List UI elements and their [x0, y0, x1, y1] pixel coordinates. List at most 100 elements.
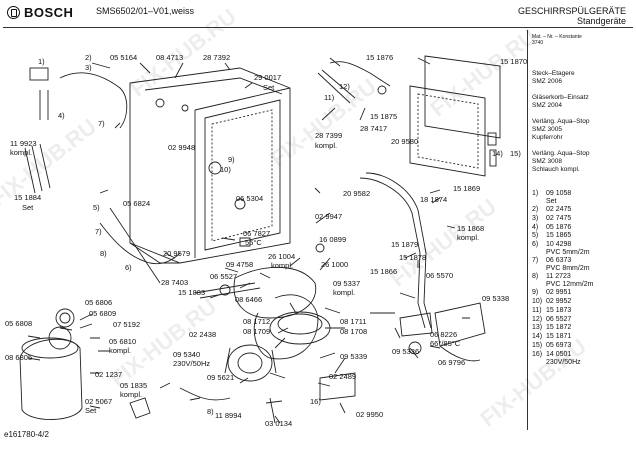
header-rule	[3, 27, 633, 28]
brand-name: BOSCH	[24, 5, 74, 20]
parts-list-panel: Mat. – Nr. – Konstante 3740 Steck–Etager…	[527, 30, 636, 430]
callout-08-6466: 08 6466	[235, 295, 263, 304]
part-index: 14)	[532, 333, 543, 341]
water-pipe	[359, 177, 426, 329]
fill-hose	[59, 72, 128, 129]
callout-66-85c: 66°/85°C	[430, 339, 461, 348]
drain-hose	[99, 222, 181, 265]
callout-05-5164: 05 5164	[110, 53, 138, 62]
callout-11-9923: 11 9923	[10, 139, 37, 148]
callout-1: 1)	[38, 57, 45, 66]
parts-list-row: 14)15 1871	[532, 333, 632, 341]
callout-6: 6)	[125, 263, 132, 272]
part-index: 2)	[532, 206, 539, 213]
callout-8: 8)	[100, 249, 107, 258]
lower-spray-arm	[194, 282, 261, 299]
callout-06-5570: 06 5570	[426, 271, 454, 280]
part-index: 3)	[532, 214, 539, 222]
callout-02-2438: 02 2438	[189, 330, 217, 339]
callout-20-9579: 20 9579	[163, 249, 191, 258]
callout-230v: 230V/50Hz	[173, 359, 211, 368]
part-code: 02 7475	[546, 214, 572, 222]
callout-7b: 7)	[95, 227, 102, 236]
sump-heater	[233, 266, 317, 319]
part-code: 02 9952	[546, 298, 572, 305]
callout-09-4758: 09 4758	[226, 260, 254, 269]
callout-02-9948: 02 9948	[168, 143, 196, 152]
callout-08-1712: 08 1712	[243, 317, 271, 326]
callout-8b: 8)	[207, 407, 214, 416]
appliance-type: GESCHIRRSPÜLGERÄTE Standgeräte	[518, 6, 626, 26]
callout-kompl-4: kompl.	[271, 261, 294, 270]
water-softener	[19, 338, 83, 420]
callout-09-5340: 09 5340	[173, 350, 201, 359]
callout-kompl: kompl.	[315, 141, 338, 150]
part-code: 15 1871	[546, 333, 572, 341]
part-code: 02 9951	[546, 289, 572, 297]
callout-06-9796: 06 9796	[438, 358, 466, 367]
appliance-type-main: GESCHIRRSPÜLGERÄTE	[517, 6, 626, 16]
callout-3: 3)	[85, 63, 92, 72]
accessory-item: Verläng. Aqua–Stop SMZ 3005 Kupferrohr	[532, 118, 590, 141]
callout-28-7392: 28 7392	[203, 53, 231, 62]
part-note: 230V/50Hz	[546, 358, 581, 366]
callout-02-5067: 02 5067	[85, 397, 113, 406]
callout-26-1004: 26 1004	[268, 252, 296, 261]
callout-set: Set	[263, 83, 275, 92]
accessory-item: Gläserkorb–Einsatz SMZ 2004	[532, 94, 589, 109]
door-seal	[204, 99, 281, 251]
callout-18-1874: 18 1874	[420, 195, 448, 204]
part-index: 15)	[532, 342, 543, 349]
callout-15-1869: 15 1869	[453, 184, 481, 193]
callout-09-5339: 09 5339	[340, 352, 368, 361]
model-number: SMS6502/01–V01,weiss	[96, 6, 195, 16]
callout-02-2489: 02 2489	[329, 372, 357, 381]
part-note: PVC 8mm/2m	[546, 265, 590, 273]
callout-11-8994: 11 8994	[215, 411, 242, 420]
callout-20-9582: 20 9582	[343, 189, 371, 198]
bosch-logo-icon	[7, 6, 20, 19]
callout-29-0017: 29 0017	[254, 73, 282, 82]
callout-28-7417: 28 7417	[360, 124, 388, 133]
callout-09-5336: 09 5336	[392, 347, 420, 356]
parts-list-row: 4)05 1876	[532, 224, 632, 232]
drawing-code: e161780-4/2	[4, 430, 49, 439]
callout-15-1868: 15 1868	[457, 224, 485, 233]
part-index: 5)	[532, 232, 539, 240]
part-index: 16)	[532, 350, 543, 358]
exploded-view-diagram: 1) 2) 3) 05 5164 08 4713 28 7392 15 1876…	[0, 28, 527, 428]
parts-list-row: 3) 02 7475	[532, 215, 632, 223]
door-panel	[424, 55, 501, 139]
callout-5: 5)	[93, 203, 100, 212]
callout-kompl-6: kompl.	[109, 346, 132, 355]
callout-28-7399: 28 7399	[315, 131, 343, 140]
pump-hose	[179, 387, 231, 401]
callout-kompl-7: kompl.	[120, 390, 143, 399]
callout-02-9950: 02 9950	[356, 410, 384, 419]
sheet-header: BOSCH SMS6502/01–V01,weiss GESCHIRRSPÜLG…	[0, 0, 636, 30]
part-index: 7)	[532, 257, 539, 265]
part-code: 06 5527	[546, 315, 572, 323]
callout-08-1711: 08 1711	[340, 317, 367, 326]
parts-list-row: 9)02 9951	[532, 289, 632, 297]
part-code: 15 1865	[546, 232, 572, 240]
callout-kompl-3: kompl.	[457, 233, 480, 242]
callout-15-1878: 15 1878	[399, 253, 427, 262]
part-code: 15 1873	[546, 306, 572, 314]
callout-28-7403: 28 7403	[161, 278, 189, 287]
parts-list-row: 11)15 1873	[532, 307, 632, 315]
callout-14: 15)	[510, 149, 521, 158]
callout-15-1883: 15 1883	[178, 288, 206, 297]
part-index: 13)	[532, 324, 543, 332]
parts-list-row: 13)15 1872	[532, 324, 632, 332]
callout-12: 12)	[339, 82, 350, 91]
part-index: 12)	[532, 315, 543, 323]
drain-pump-motor	[227, 344, 273, 382]
callout-03-0134: 03 0134	[265, 419, 293, 428]
part-note: PVC 5mm/2m	[546, 249, 590, 257]
